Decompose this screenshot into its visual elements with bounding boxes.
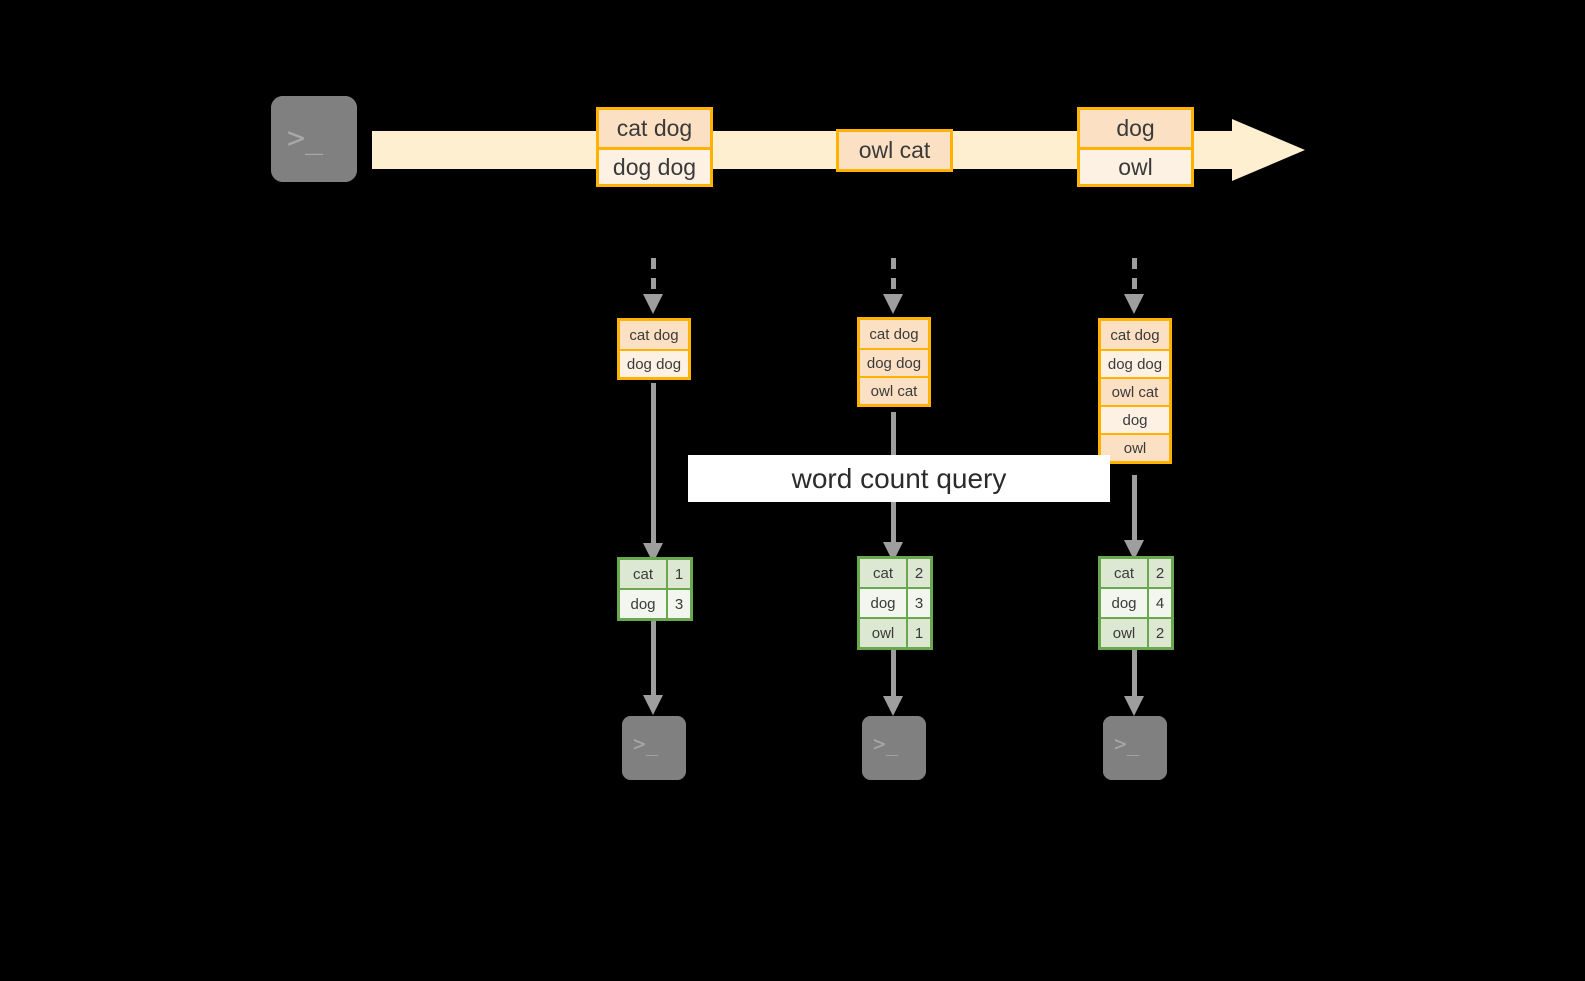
state-store-2[interactable]: cat dog dog dog owl cat (857, 317, 931, 407)
result-word: cat (1101, 559, 1147, 587)
result-row: cat 2 (860, 559, 930, 587)
terminal-screen (271, 96, 357, 182)
state-row: dog dog (620, 349, 688, 377)
result-table-1[interactable]: cat 1 dog 3 (617, 557, 693, 621)
state-row: cat dog (860, 320, 928, 348)
stream-event-group-3[interactable]: dog owl (1077, 107, 1194, 187)
terminal-screen (862, 716, 926, 780)
result-word: dog (1101, 589, 1147, 617)
result-row: dog 4 (1101, 587, 1171, 617)
stream-event-group-2[interactable]: owl cat (836, 129, 953, 172)
result-count: 2 (1147, 619, 1171, 647)
connector-line (651, 258, 656, 296)
result-count: 2 (1147, 559, 1171, 587)
result-row: dog 3 (860, 587, 930, 617)
producer-terminal[interactable]: >_ (262, 87, 366, 191)
result-row: owl 2 (1101, 617, 1171, 647)
connector-line (651, 620, 656, 697)
stream-event-row: owl cat (839, 132, 950, 169)
terminal-prompt-icon: >_ (287, 121, 324, 156)
result-table-3[interactable]: cat 2 dog 4 owl 2 (1098, 556, 1174, 650)
state-row: owl cat (1101, 377, 1169, 405)
result-count: 3 (666, 590, 690, 618)
state-row: owl cat (860, 376, 928, 404)
result-word: owl (860, 619, 906, 647)
result-count: 1 (906, 619, 930, 647)
state-row: cat dog (620, 321, 688, 349)
stream-event-row: owl (1080, 147, 1191, 184)
connector-line (1132, 258, 1137, 296)
state-row: dog (1101, 405, 1169, 433)
query-band: word count query (688, 455, 1110, 502)
result-count: 1 (666, 560, 690, 588)
state-row: cat dog (1101, 321, 1169, 349)
result-word: cat (620, 560, 666, 588)
connector-arrowhead (883, 294, 903, 314)
terminal-prompt-icon: >_ (1114, 732, 1140, 756)
state-store-1[interactable]: cat dog dog dog (617, 318, 691, 380)
result-row: owl 1 (860, 617, 930, 647)
result-word: owl (1101, 619, 1147, 647)
result-row: dog 3 (620, 588, 690, 618)
result-word: cat (860, 559, 906, 587)
state-store-3[interactable]: cat dog dog dog owl cat dog owl (1098, 318, 1172, 464)
connector-arrowhead (1124, 540, 1144, 560)
result-word: dog (620, 590, 666, 618)
connector-line (1132, 650, 1137, 698)
consumer-terminal-1[interactable]: >_ (613, 707, 695, 789)
result-row: cat 2 (1101, 559, 1171, 587)
result-count: 4 (1147, 589, 1171, 617)
result-word: dog (860, 589, 906, 617)
result-count: 2 (906, 559, 930, 587)
result-table-2[interactable]: cat 2 dog 3 owl 1 (857, 556, 933, 650)
connector-line (891, 650, 896, 698)
consumer-terminal-2[interactable]: >_ (853, 707, 935, 789)
stream-event-group-1[interactable]: cat dog dog dog (596, 107, 713, 187)
state-row: owl (1101, 433, 1169, 461)
connector-arrowhead (643, 695, 663, 715)
connector-arrowhead (643, 294, 663, 314)
stream-event-row: cat dog (599, 110, 710, 147)
connector-arrowhead (1124, 294, 1144, 314)
connector-line (651, 383, 656, 545)
connector-arrowhead (1124, 696, 1144, 716)
query-label: word count query (791, 462, 1007, 494)
result-row: cat 1 (620, 560, 690, 588)
terminal-screen (1103, 716, 1167, 780)
stream-arrow-head (1232, 119, 1305, 181)
stream-event-row: dog dog (599, 147, 710, 184)
terminal-screen (622, 716, 686, 780)
state-row: dog dog (1101, 349, 1169, 377)
connector-line (891, 258, 896, 296)
connector-line (1132, 475, 1137, 542)
stream-event-row: dog (1080, 110, 1191, 147)
connector-arrowhead (883, 696, 903, 716)
state-row: dog dog (860, 348, 928, 376)
terminal-prompt-icon: >_ (633, 732, 659, 756)
consumer-terminal-3[interactable]: >_ (1094, 707, 1176, 789)
terminal-prompt-icon: >_ (873, 732, 899, 756)
result-count: 3 (906, 589, 930, 617)
